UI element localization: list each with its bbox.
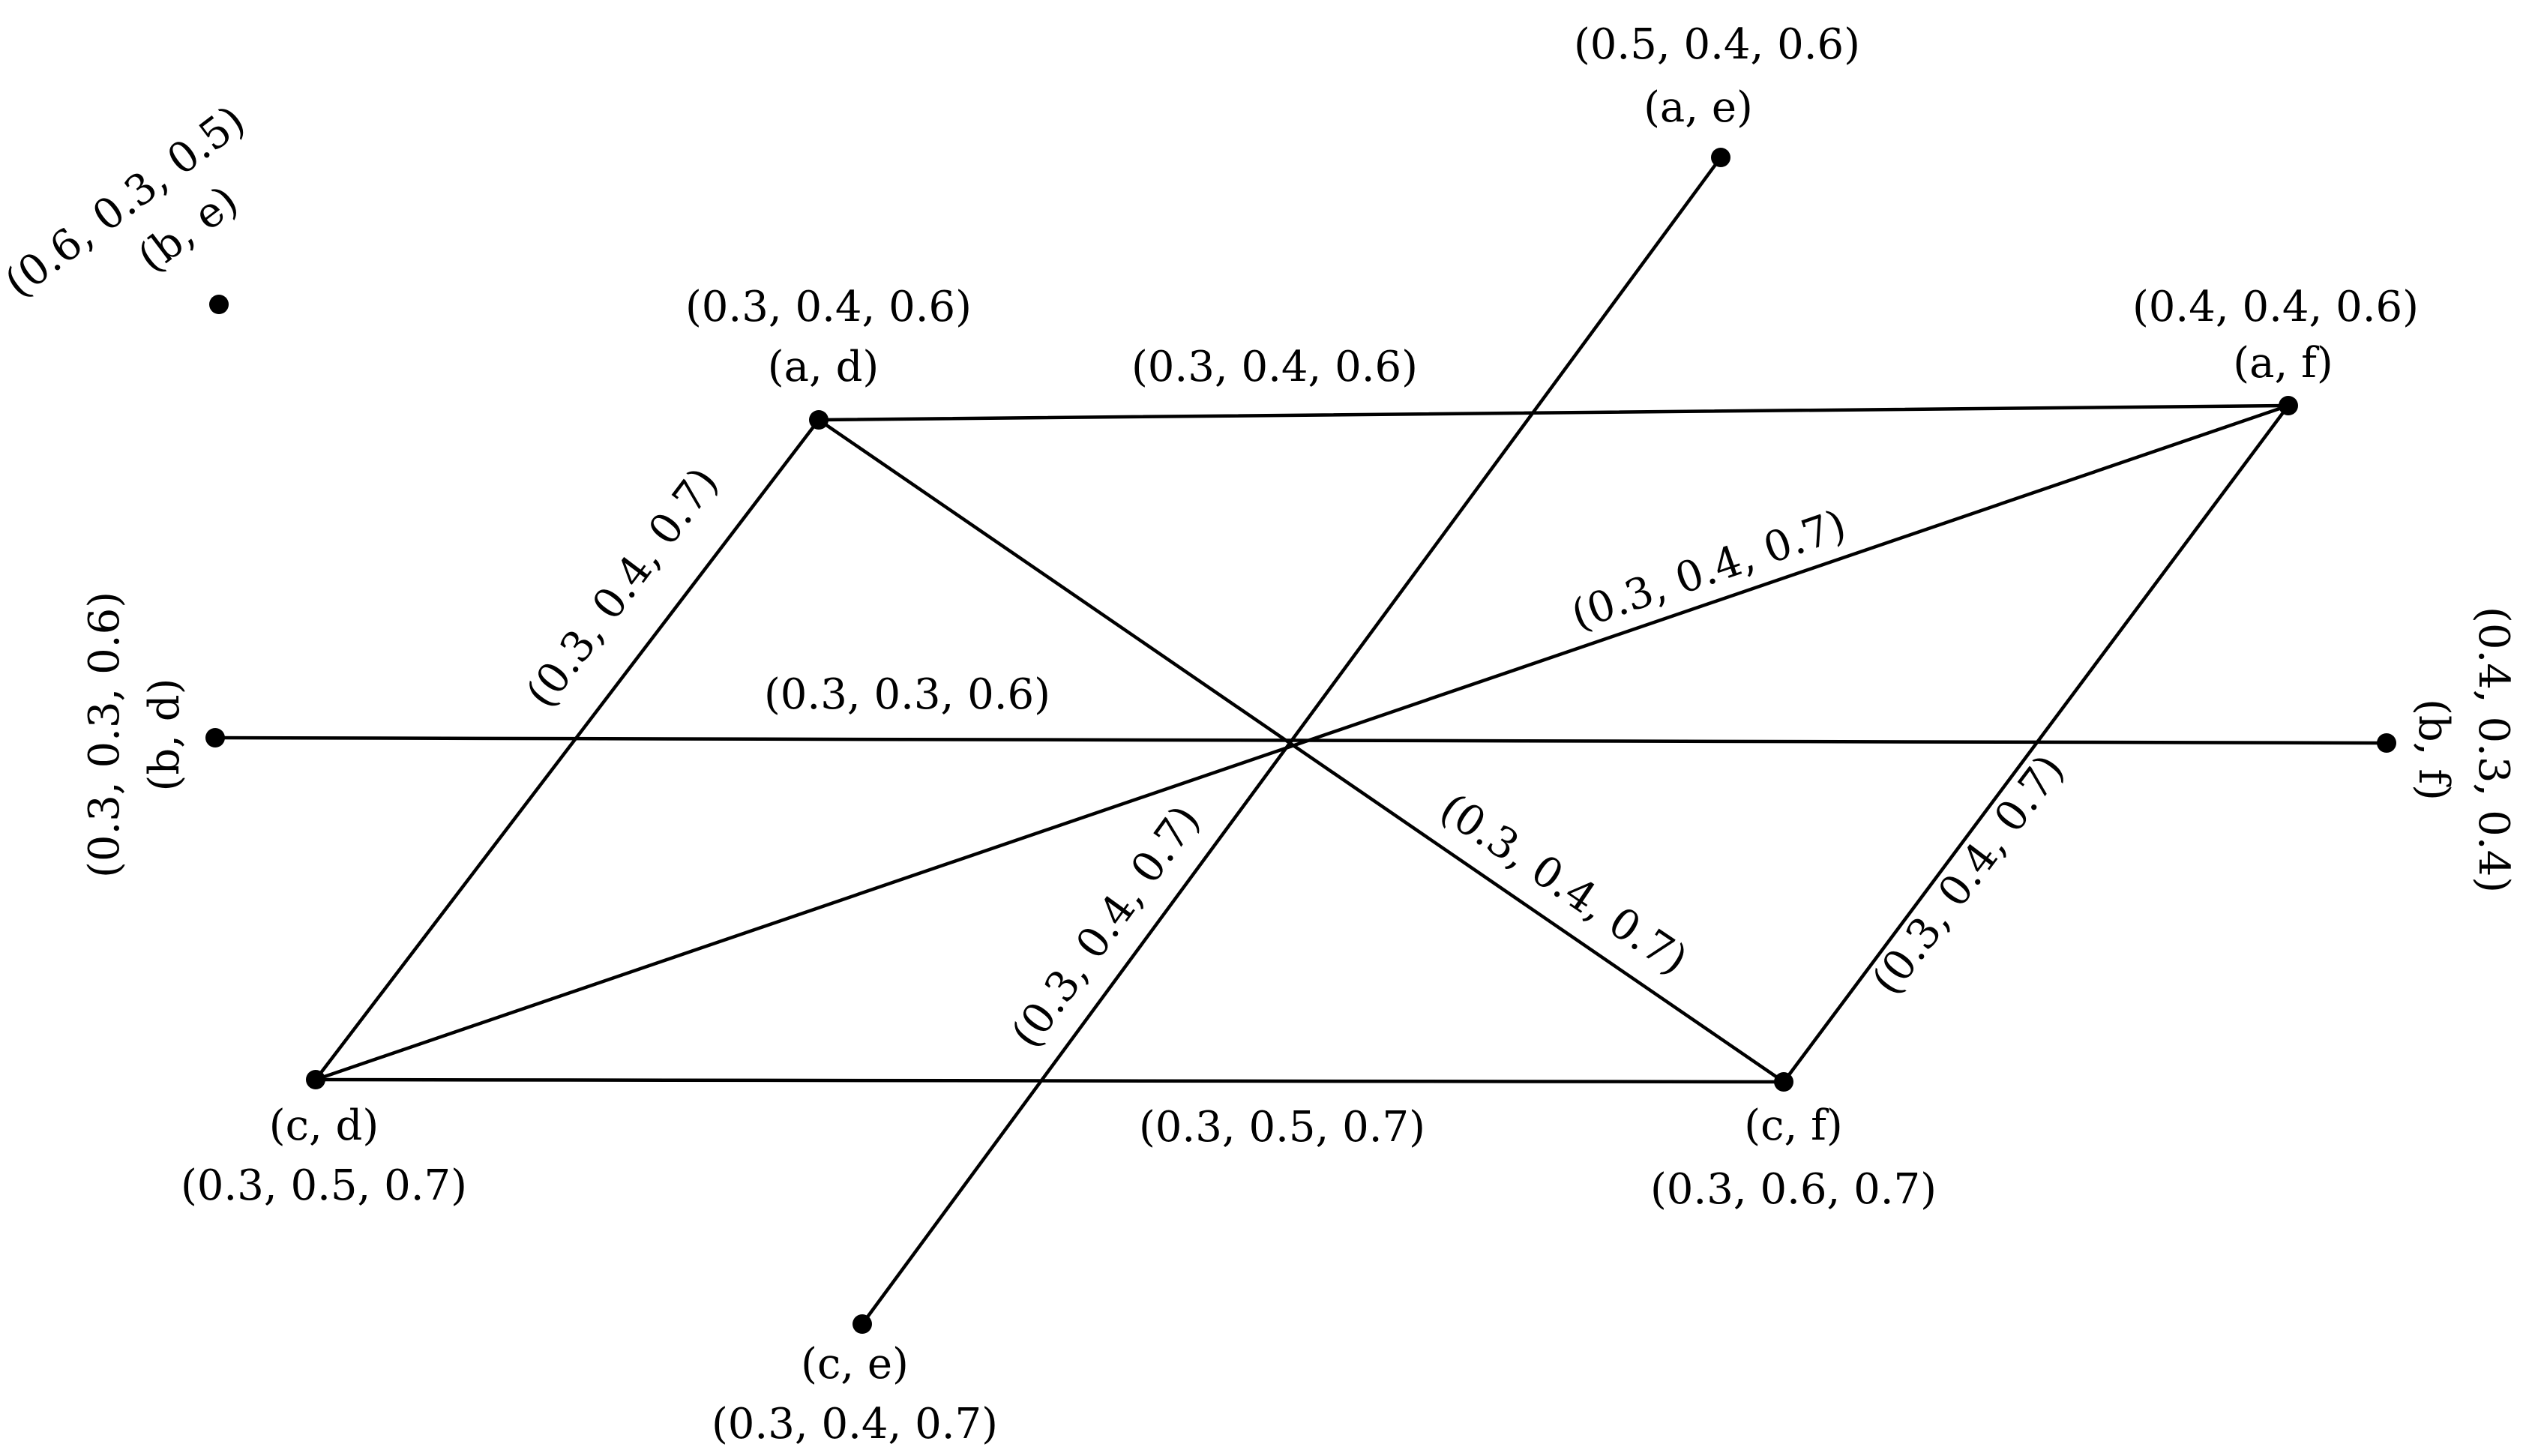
node-ce-value: (0.3, 0.4, 0.7) (712, 1400, 998, 1449)
node-cf-name: (c, f) (1744, 1101, 1842, 1150)
node-ad-dot (809, 410, 829, 430)
node-ad-name: (a, d) (768, 343, 879, 391)
edge-ad-cf-label: (0.3, 0.4, 0.7) (1431, 784, 1696, 985)
node-bf-name: (b, f) (2409, 699, 2458, 801)
node-af-value: (0.4, 0.4, 0.6) (2132, 283, 2419, 331)
node-ae-value: (0.5, 0.4, 0.6) (1574, 20, 1860, 69)
node-bf-value: (0.4, 0.3, 0.4) (2469, 607, 2518, 893)
node-ae-dot (1711, 148, 1730, 167)
node-ad-value: (0.3, 0.4, 0.6) (685, 283, 972, 331)
node-cf-value: (0.3, 0.6, 0.7) (1650, 1165, 1937, 1214)
edge-cd-cf-label: (0.3, 0.5, 0.7) (1139, 1103, 1425, 1152)
node-bf-dot (2377, 733, 2396, 753)
edge-ad-cf (817, 418, 1786, 1084)
node-bd-name: (b, d) (140, 679, 189, 792)
edge-af-cd (313, 403, 2291, 1082)
vertex-labels: (0.5, 0.4, 0.6) (a, e) (0.6, 0.3, 0.5) (… (0, 20, 2518, 1449)
node-bd-dot (205, 728, 225, 747)
node-cd-name: (c, d) (269, 1101, 379, 1150)
node-af-dot (2279, 396, 2298, 415)
edge-af-cf-label: (0.3, 0.4, 0.7) (1862, 746, 2074, 1004)
node-bf-label: (0.4, 0.3, 0.4) (b, f) (2409, 607, 2518, 893)
edges (213, 155, 2389, 1326)
node-bd-value: (0.3, 0.3, 0.6) (80, 592, 129, 878)
node-be-label: (0.6, 0.3, 0.5) (b, e) (0, 96, 254, 307)
edge-ad-cd (313, 418, 821, 1082)
edge-ad-af-label: (0.3, 0.4, 0.6) (1131, 343, 1418, 391)
node-bd-label: (0.3, 0.3, 0.6) (b, d) (80, 592, 189, 878)
vertices (205, 148, 2396, 1334)
edge-bd-bf-label: (0.3, 0.3, 0.6) (764, 670, 1050, 719)
node-ae-name: (a, e) (1644, 83, 1753, 132)
node-cd-value: (0.3, 0.5, 0.7) (181, 1161, 467, 1210)
node-af-name: (a, f) (2233, 339, 2333, 388)
node-cd-dot (306, 1070, 325, 1089)
edge-ad-af (817, 403, 2291, 422)
edge-bd-bf (213, 735, 2389, 745)
node-ce-name: (c, e) (801, 1340, 909, 1389)
node-cf-dot (1774, 1072, 1793, 1092)
edge-cd-cf (313, 1077, 1786, 1084)
node-ce-dot (852, 1314, 872, 1334)
node-be-dot (209, 295, 229, 314)
